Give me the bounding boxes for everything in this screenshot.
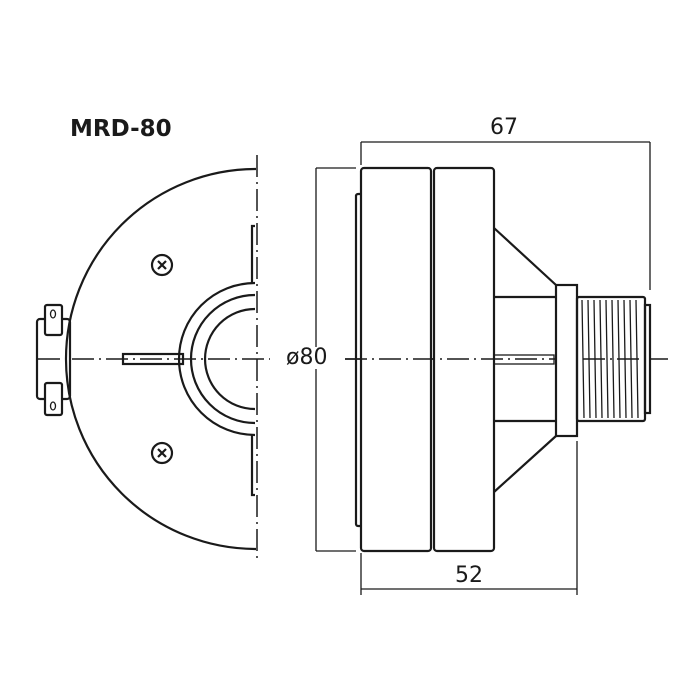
front-view xyxy=(35,155,270,562)
slot xyxy=(121,352,185,366)
side-view xyxy=(345,166,668,553)
inner-ring xyxy=(203,307,256,411)
flange-upper xyxy=(250,224,255,283)
terminal-lug-top xyxy=(43,303,64,337)
terminal-lug-bottom xyxy=(43,381,64,417)
terminal-hole-top xyxy=(49,309,57,319)
dimension-52 xyxy=(360,441,578,595)
outer-ring xyxy=(177,281,256,437)
dimension-67 xyxy=(360,141,651,290)
rod xyxy=(493,354,555,365)
model-title: MRD-80 xyxy=(70,116,172,142)
cone xyxy=(493,227,557,493)
flange-lower xyxy=(250,435,255,497)
dimension-label-diameter: ø80 xyxy=(284,345,330,370)
dimension-label-length: 67 xyxy=(490,115,518,140)
screw-icon xyxy=(150,441,174,465)
dimension-label-body-length: 52 xyxy=(455,563,483,588)
thread-lines xyxy=(581,299,639,419)
mounting-flange xyxy=(554,283,579,438)
middle-ring xyxy=(189,293,256,425)
neck xyxy=(494,295,556,423)
terminal-hole-bottom xyxy=(49,401,57,411)
thread-end-lip xyxy=(643,303,652,415)
screw-icon xyxy=(150,253,174,277)
